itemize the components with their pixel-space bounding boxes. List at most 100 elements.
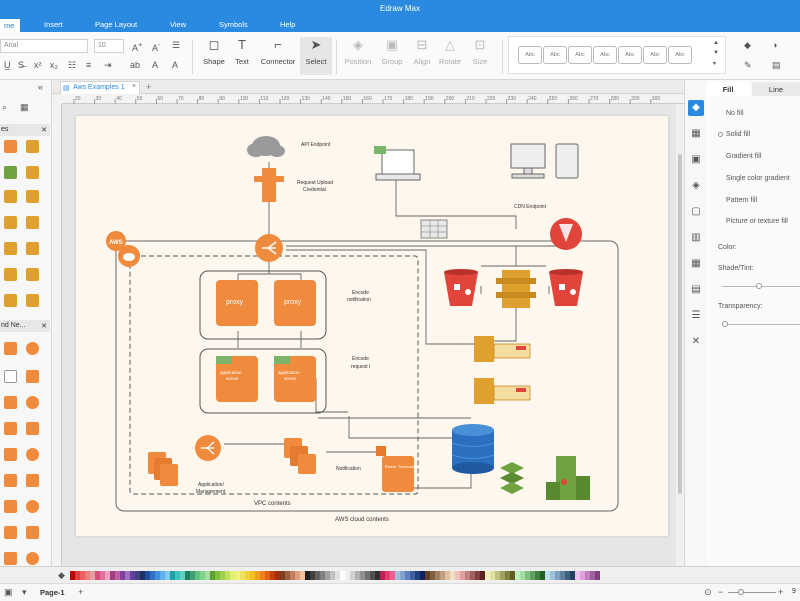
color-palette[interactable] — [70, 571, 600, 580]
palette-swatch[interactable] — [235, 571, 240, 580]
palette-swatch[interactable] — [345, 571, 350, 580]
palette-swatch[interactable] — [425, 571, 430, 580]
palette-swatch[interactable] — [315, 571, 320, 580]
library-shape-tile[interactable] — [4, 166, 17, 179]
library-shape-tile[interactable] — [4, 396, 17, 409]
library-shape-tile[interactable] — [4, 500, 17, 513]
palette-swatch[interactable] — [180, 571, 185, 580]
notification-stack-icon[interactable] — [284, 438, 316, 474]
palette-swatch[interactable] — [170, 571, 175, 580]
style-preset-3[interactable]: Abc — [568, 46, 592, 64]
cloudformation-icon[interactable] — [546, 456, 590, 500]
aws-architecture-diagram[interactable]: API Endpoint Request Upload Credential C… — [76, 116, 668, 536]
close-icon[interactable]: ✕ — [41, 323, 47, 330]
library-shape-tile[interactable] — [4, 216, 17, 229]
palette-swatch[interactable] — [75, 571, 80, 580]
palette-swatch[interactable] — [245, 571, 250, 580]
bullet-list-icon[interactable]: ☷ — [68, 60, 77, 70]
palette-swatch[interactable] — [520, 571, 525, 580]
fill-option-single-gradient[interactable]: Single color gradient — [726, 175, 790, 182]
library-shape-tile[interactable] — [4, 190, 17, 203]
menu-home[interactable]: me — [0, 19, 21, 32]
application-server-1[interactable]: application server — [216, 356, 258, 402]
gallery-down-icon[interactable]: ▼ — [713, 50, 719, 56]
palette-swatch[interactable] — [185, 571, 190, 580]
library-shape-tile[interactable] — [4, 448, 17, 461]
palette-swatch[interactable] — [220, 571, 225, 580]
cdn-desktop-icon[interactable] — [510, 143, 546, 179]
search-icon[interactable]: ⌕ — [2, 102, 8, 112]
tab-line[interactable]: Line — [752, 82, 800, 96]
palette-swatch[interactable] — [500, 571, 505, 580]
palette-swatch[interactable] — [530, 571, 535, 580]
firewall-icon[interactable] — [420, 219, 448, 239]
data-transfer-icon[interactable] — [496, 270, 536, 308]
font-size-select[interactable]: 10 — [94, 39, 124, 53]
close-tab-icon[interactable]: × — [131, 83, 136, 90]
align-button[interactable]: ⊟Align — [413, 37, 431, 66]
library-shape-tile[interactable] — [26, 422, 39, 435]
palette-swatch[interactable] — [580, 571, 585, 580]
palette-swatch[interactable] — [275, 571, 280, 580]
shadow-icon[interactable]: ◑ — [772, 40, 778, 50]
palette-swatch[interactable] — [550, 571, 555, 580]
palette-swatch[interactable] — [575, 571, 580, 580]
palette-swatch[interactable] — [450, 571, 455, 580]
align-icon[interactable]: ≡ — [86, 60, 92, 70]
palette-swatch[interactable] — [120, 571, 125, 580]
palette-swatch[interactable] — [465, 571, 470, 580]
palette-swatch[interactable] — [440, 571, 445, 580]
palette-swatch[interactable] — [480, 571, 485, 580]
rotate-button[interactable]: △Rotate — [438, 37, 462, 66]
palette-swatch[interactable] — [135, 571, 140, 580]
palette-swatch[interactable] — [565, 571, 570, 580]
style-preset-1[interactable]: Abc — [518, 46, 542, 64]
aws-cloud-boundary[interactable] — [115, 240, 619, 512]
palette-swatch[interactable] — [175, 571, 180, 580]
superscript-icon[interactable]: x² — [34, 60, 42, 70]
grid-panel-icon[interactable]: ▦ — [691, 128, 701, 139]
font-shrink-icon[interactable]: A- — [152, 40, 161, 53]
palette-swatch[interactable] — [230, 571, 235, 580]
shade-tint-slider[interactable] — [722, 283, 800, 289]
palette-swatch[interactable] — [420, 571, 425, 580]
menu-symbols[interactable]: Symbols — [219, 20, 248, 29]
proxy-group-box[interactable] — [199, 270, 327, 340]
page-tab[interactable]: Page-1 — [40, 588, 65, 597]
palette-swatch[interactable] — [70, 571, 75, 580]
palette-swatch[interactable] — [460, 571, 465, 580]
s3-bucket-1-icon[interactable] — [444, 269, 478, 306]
palette-swatch[interactable] — [360, 571, 365, 580]
add-tab-icon[interactable]: + — [146, 82, 152, 92]
library-shape-tile[interactable] — [26, 396, 39, 409]
palette-swatch[interactable] — [130, 571, 135, 580]
palette-swatch[interactable] — [225, 571, 230, 580]
library-shape-tile[interactable] — [4, 140, 17, 153]
vertical-scrollbar[interactable] — [676, 104, 684, 566]
proxy-1-box[interactable]: proxy — [216, 280, 258, 326]
palette-swatch[interactable] — [115, 571, 120, 580]
palette-swatch[interactable] — [140, 571, 145, 580]
style-preset-2[interactable]: Abc — [543, 46, 567, 64]
diagram-page[interactable]: API Endpoint Request Upload Credential C… — [76, 116, 668, 536]
tab-fill[interactable]: Fill — [706, 82, 750, 96]
style-preset-6[interactable]: Abc — [643, 46, 667, 64]
zoom-knob[interactable] — [738, 589, 744, 595]
client-laptop-icon[interactable] — [374, 146, 421, 181]
palette-swatch[interactable] — [80, 571, 85, 580]
library-section-aws-services[interactable]: es✕ — [0, 124, 50, 136]
menu-page-layout[interactable]: Page Layout — [95, 20, 138, 29]
palette-swatch[interactable] — [195, 571, 200, 580]
palette-swatch[interactable] — [265, 571, 270, 580]
zoom-in-icon[interactable]: + — [778, 587, 784, 597]
palette-swatch[interactable] — [125, 571, 130, 580]
fill-option-solid[interactable]: Solid fill — [718, 131, 750, 138]
palette-swatch[interactable] — [160, 571, 165, 580]
style-preset-7[interactable]: Abc — [668, 46, 692, 64]
api-endpoint-cloud-icon[interactable] — [247, 136, 285, 157]
gallery-up-icon[interactable]: ▲ — [713, 40, 719, 46]
palette-swatch[interactable] — [100, 571, 105, 580]
palette-swatch[interactable] — [375, 571, 380, 580]
shade-tint-knob[interactable] — [756, 283, 762, 289]
